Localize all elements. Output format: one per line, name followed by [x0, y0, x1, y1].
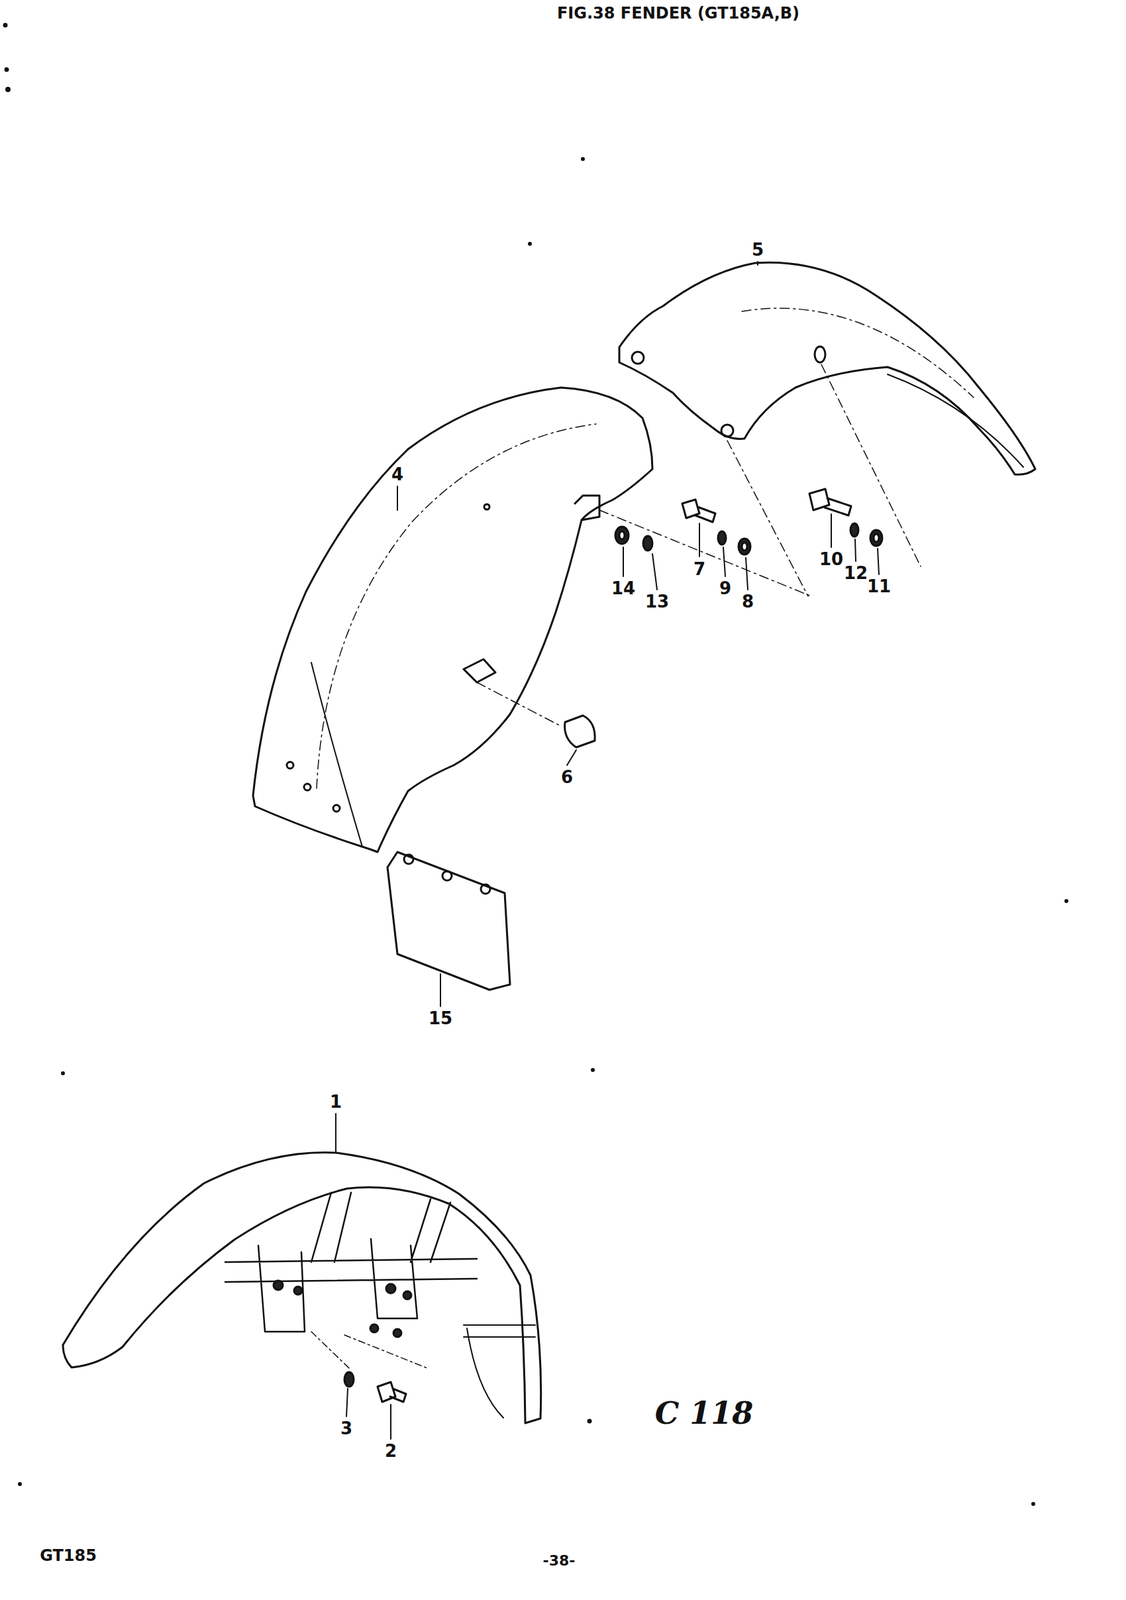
fender-edge	[741, 307, 974, 398]
mount-hole	[814, 346, 826, 363]
spacer	[564, 715, 596, 748]
front-fender	[62, 1152, 542, 1423]
callout-number: 15	[428, 1009, 453, 1027]
callout-number: 5	[751, 241, 764, 259]
callout-number: 10	[819, 550, 844, 568]
scan-specks	[3, 23, 1068, 1505]
hole	[442, 870, 452, 881]
hole	[304, 783, 311, 791]
mount-tab	[574, 495, 600, 520]
figure-title: FIG.38 FENDER (GT185A,B)	[557, 5, 800, 22]
rear-fender-rear	[619, 262, 1036, 475]
callout-number: 7	[693, 560, 706, 578]
page-number: -38-	[543, 1553, 576, 1568]
callout-number: 14	[611, 579, 636, 597]
callout-number: 3	[340, 1419, 353, 1437]
callout-number: 4	[391, 465, 404, 483]
fender-stay	[466, 1328, 504, 1418]
hole	[484, 504, 490, 510]
callout-number: 12	[843, 564, 868, 582]
fender-hem	[887, 374, 1024, 467]
callout-number: 2	[384, 1441, 397, 1460]
hole	[286, 761, 294, 769]
hole	[480, 884, 491, 894]
mount-hole	[721, 424, 734, 437]
fork-brace	[225, 1192, 477, 1332]
hole	[333, 804, 340, 812]
plate-code: C 118	[655, 1397, 754, 1429]
mount-hole	[631, 351, 644, 364]
callout-number: 1	[329, 1092, 342, 1111]
hole	[404, 854, 414, 864]
callout-number: 6	[561, 768, 573, 786]
bracket	[463, 659, 496, 683]
callout-number: 11	[867, 577, 891, 595]
bolt	[682, 499, 716, 522]
bolt	[377, 1381, 407, 1402]
callout-number: 9	[719, 579, 732, 597]
bolt	[809, 488, 852, 516]
callout-number: 13	[645, 592, 669, 611]
model-name: GT185	[39, 1547, 97, 1564]
fender-edge	[316, 423, 597, 789]
mud-flap	[387, 851, 511, 990]
leader-lines	[335, 261, 879, 1439]
rear-fender-front	[253, 387, 653, 852]
callout-number: 8	[741, 592, 754, 611]
fender-bead	[463, 1324, 536, 1337]
fender-inner	[311, 662, 363, 847]
